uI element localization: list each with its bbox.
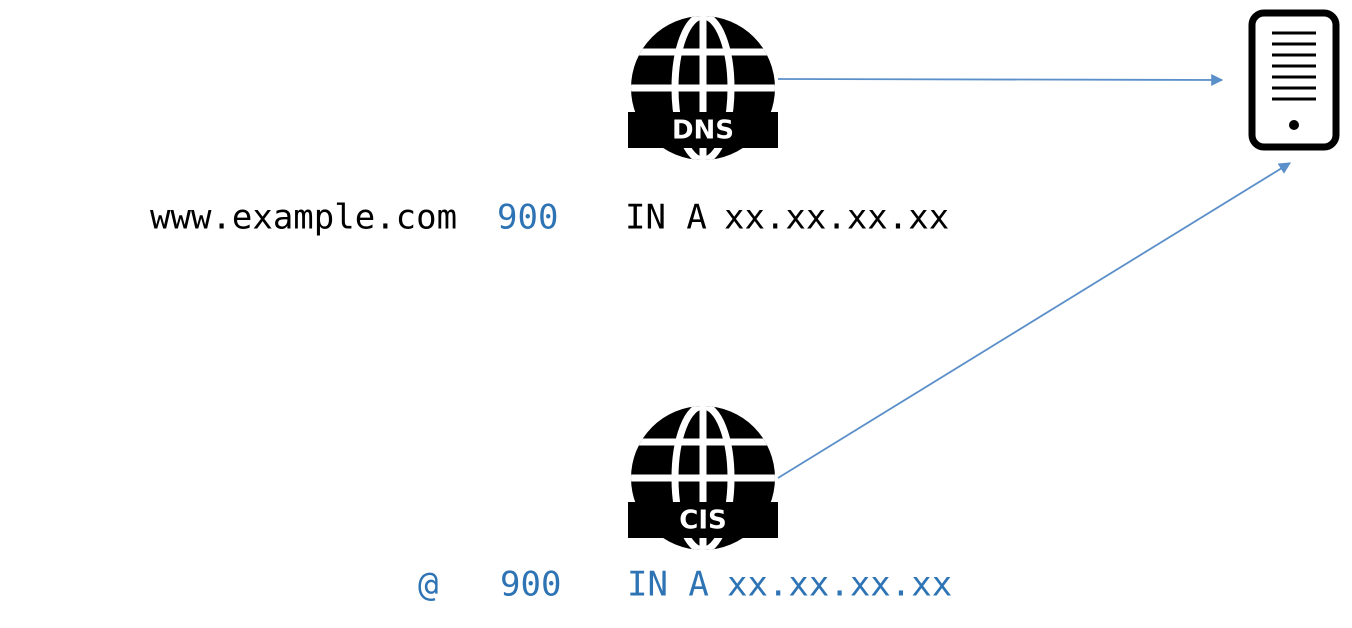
mobile-device-icon [1248,9,1340,151]
dns-record-address: xx.xx.xx.xx [724,198,949,238]
dns-record-class-type: IN A [625,198,707,238]
dns-badge-label: DNS [672,116,734,146]
cis-record-ttl: 900 [500,565,561,605]
dns-globe-icon [628,16,778,160]
cis-record-address: xx.xx.xx.xx [727,565,952,605]
dns-to-device-arrow [777,73,1224,86]
cis-badge-label: CIS [679,506,726,536]
cis-record-name: @ [418,565,438,605]
dns-record-ttl: 900 [497,198,558,238]
cis-record-class-type: IN A [627,565,709,605]
cis-to-device-arrow [777,162,1292,479]
dns-record-name: www.example.com [150,198,457,238]
cis-globe-icon [628,406,778,550]
